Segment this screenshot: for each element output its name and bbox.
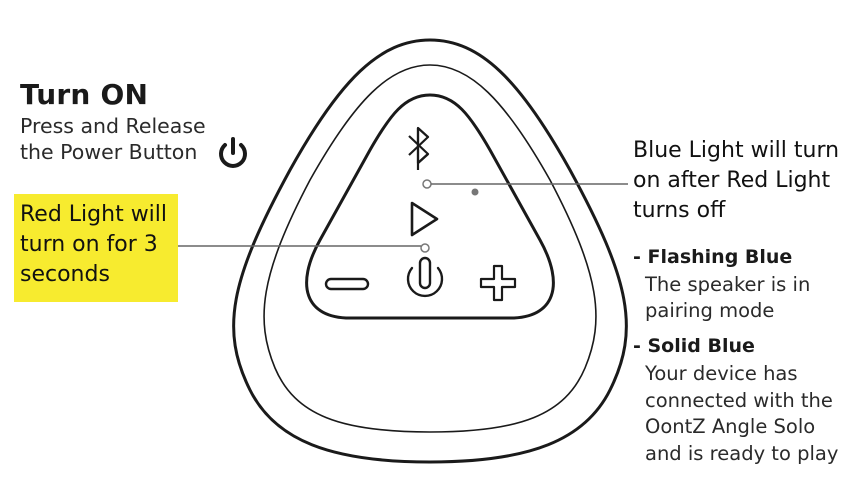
red-light-note: Red Light will turn on for 3 seconds [20, 200, 180, 290]
flashing-blue-heading: - Flashing Blue [633, 246, 793, 268]
red-light-line-3: seconds [20, 262, 110, 287]
bluetooth-icon [408, 126, 430, 170]
solid-line-1: Your device has [645, 362, 798, 385]
red-light-line-1: Red Light will [20, 202, 168, 227]
solid-line-3: OontZ Angle Solo [645, 415, 816, 438]
blue-light-line-2: on after Red Light [633, 168, 831, 193]
button-panel [305, 93, 555, 320]
speaker-inner-ring [263, 64, 597, 433]
red-light-line-2: turn on for 3 [20, 232, 158, 257]
minus-icon[interactable] [324, 277, 370, 291]
turn-on-instructions: Press and Release the Power Button [20, 113, 260, 165]
solid-line-4: and is ready to play [645, 441, 839, 465]
solid-blue-description: Your device has connected with the OontZ… [645, 361, 860, 467]
flashing-line-1: The speaker is in [645, 273, 811, 296]
red-light-indicator [420, 243, 430, 253]
turn-on-line-1: Press and Release [20, 114, 206, 138]
plus-icon[interactable] [479, 264, 517, 302]
mic-dot [471, 188, 479, 196]
solid-line-2: connected with the [645, 388, 833, 412]
turn-on-title: Turn ON [20, 78, 149, 111]
power-hint-icon [219, 137, 247, 168]
play-icon[interactable] [410, 201, 439, 237]
blue-light-note: Blue Light will turn on after Red Light … [633, 136, 861, 226]
blue-light-line-1: Blue Light will turn [633, 138, 840, 163]
power-icon[interactable] [406, 256, 444, 298]
flashing-blue-description: The speaker is in pairing mode [645, 272, 845, 324]
blue-light-indicator [422, 179, 432, 189]
blue-light-line-3: turns off [633, 198, 726, 223]
red-light-highlight [14, 194, 178, 302]
turn-on-line-2: the Power Button [20, 140, 198, 164]
solid-blue-heading: - Solid Blue [633, 335, 755, 357]
flashing-line-2: pairing mode [645, 299, 775, 322]
